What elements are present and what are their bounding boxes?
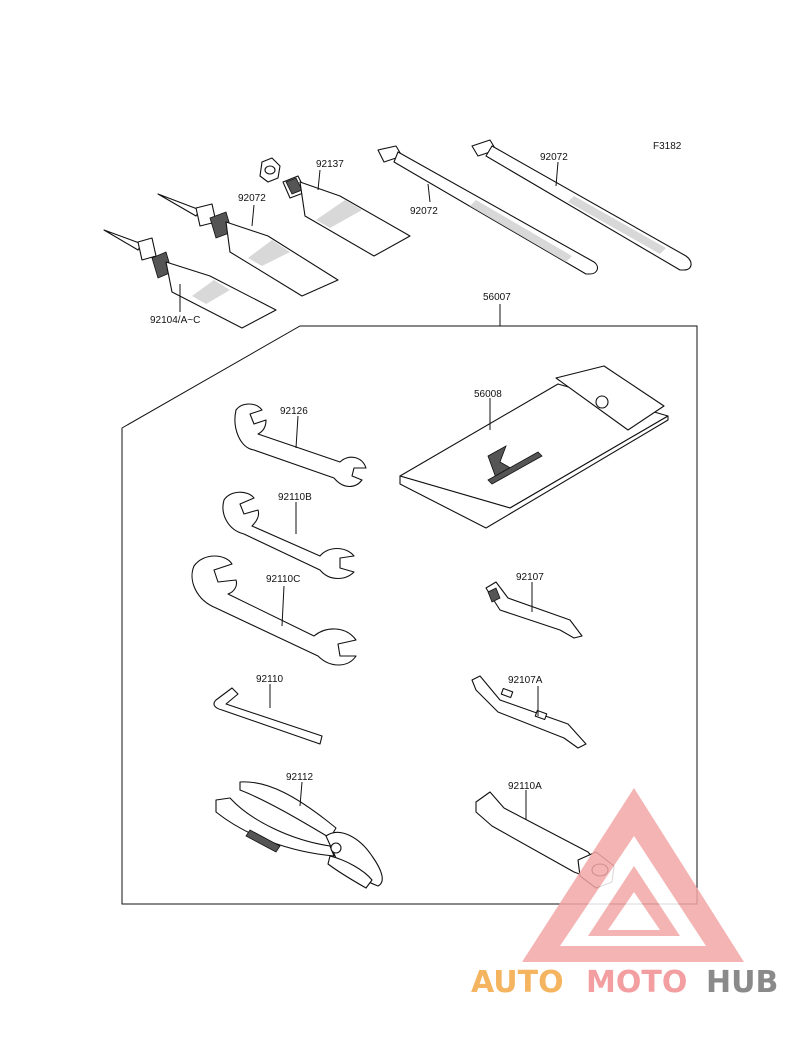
tube-medium: [157, 193, 339, 297]
kit-frame: [121, 304, 698, 905]
tie-right: [471, 139, 692, 271]
label-92072-right: 92072: [540, 152, 568, 163]
wrench-top: [234, 403, 367, 488]
label-92107: 92107: [516, 572, 544, 583]
label-56008: 56008: [474, 389, 502, 400]
watermark-auto: AUTO: [471, 965, 564, 1000]
wrench-bottom: [191, 555, 357, 666]
label-92110a: 92110A: [508, 781, 542, 792]
label-92110c: 92110C: [266, 574, 300, 585]
screwdriver: [485, 581, 583, 639]
label-92137: 92137: [316, 159, 344, 170]
tie-left: [377, 145, 599, 275]
label-56007: 56007: [483, 292, 511, 303]
tube-large: [259, 157, 411, 257]
watermark-hub: HUB: [706, 965, 778, 1000]
pliers: [215, 781, 383, 889]
label-92110b: 92110B: [278, 492, 312, 503]
tube-small: [103, 229, 277, 329]
label-56019: 92072: [238, 193, 266, 204]
label-92104: 92104/A~C: [150, 315, 200, 326]
label-92112: 92112: [286, 772, 314, 783]
label-92110: 92110: [256, 674, 284, 685]
label-92072-left: 92072: [410, 206, 438, 217]
hex-key: [213, 687, 323, 745]
label-92126: 92126: [280, 406, 308, 417]
wrench-mid: [222, 491, 355, 580]
tool-bag: [399, 365, 669, 529]
figure-code: F3182: [653, 141, 682, 152]
watermark-moto: MOTO: [586, 965, 687, 1000]
screwdriver-bit: [471, 675, 587, 749]
watermark-logo: [522, 788, 744, 962]
label-92107a: 92107A: [508, 675, 543, 686]
